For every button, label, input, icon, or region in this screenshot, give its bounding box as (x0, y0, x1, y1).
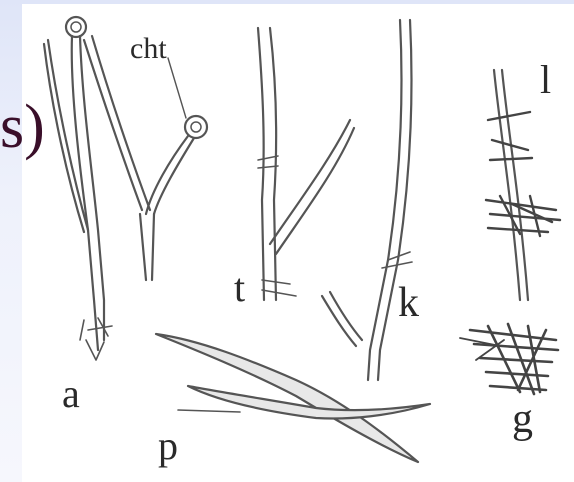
label-cht: cht (130, 34, 167, 64)
label-p: p (158, 426, 178, 466)
label-k: k (398, 282, 419, 324)
specimen-t (258, 28, 354, 300)
specimen-k (322, 20, 412, 380)
label-g: g (512, 398, 533, 440)
specimen-l (486, 70, 560, 300)
slide-title-fragment: s) (0, 96, 45, 158)
specimen-p (156, 334, 430, 462)
specimen-cht-knob (185, 116, 207, 138)
specimen-a-knob (66, 17, 86, 37)
specimen-cht (84, 36, 207, 280)
specimen-g (460, 324, 558, 394)
label-l: l (540, 60, 551, 100)
label-t: t (234, 268, 245, 308)
label-a: a (62, 374, 80, 414)
